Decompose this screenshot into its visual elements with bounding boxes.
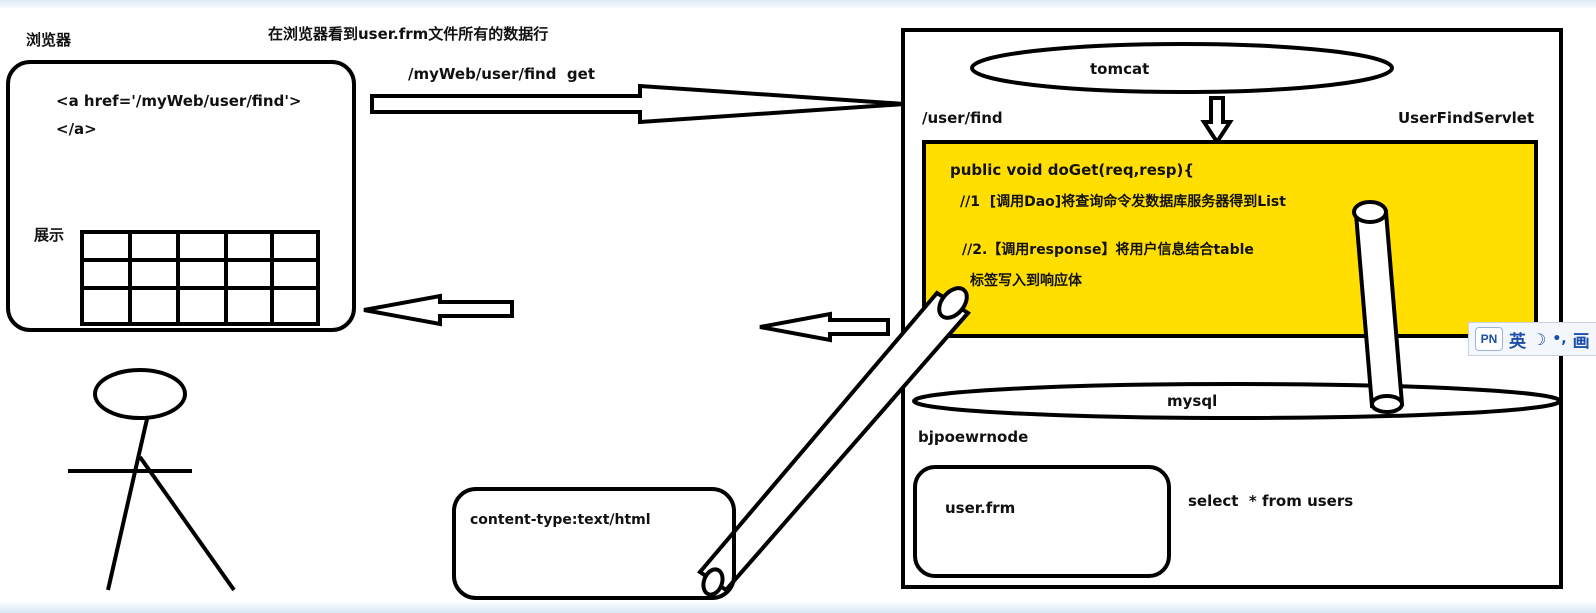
browser-title: 浏览器 [26, 31, 72, 49]
display-label: 展示 [34, 226, 65, 244]
code-line-3: //2.【调用response】将用户信息结合table [962, 242, 1254, 258]
response-arrow-browser [363, 293, 514, 327]
code-line-1: public void doGet(req,resp){ [950, 161, 1195, 179]
servlet-name-label: UserFindServlet [1398, 109, 1535, 127]
route-label: /user/find [922, 109, 1003, 127]
content-type-label: content-type:text/html [470, 512, 651, 528]
browser-link-close: </a> [56, 120, 97, 138]
request-label: /myWeb/user/find get [408, 65, 596, 83]
sql-query-label: select * from users [1188, 492, 1354, 510]
ime-punctuation-toggle[interactable]: •, [1552, 331, 1567, 347]
browser-box [6, 60, 356, 332]
ime-logo-icon[interactable]: PN [1475, 327, 1503, 351]
ime-moon-icon[interactable]: ☽ [1532, 329, 1547, 349]
diagram-caption: 在浏览器看到user.frm文件所有的数据行 [268, 25, 549, 43]
ime-language-toggle[interactable]: 英 [1509, 331, 1526, 352]
ime-toolbar[interactable]: PN 英 ☽ •, 画 [1468, 322, 1596, 356]
db-name-label: bjpoewrnode [918, 428, 1029, 446]
tomcat-label: tomcat [1090, 60, 1150, 78]
mysql-label: mysql [1167, 392, 1218, 410]
db-pipe [1352, 200, 1405, 414]
response-pipe [697, 286, 972, 597]
response-arrow-server [759, 311, 890, 343]
tomcat-ellipse [970, 42, 1394, 94]
code-line-2: //1 [调用Dao]将查询命令发数据库服务器得到List [960, 194, 1286, 210]
display-table-grid [80, 230, 320, 326]
tomcat-down-arrow [1200, 96, 1234, 146]
window-bottom-edge [0, 600, 1596, 613]
ime-more-icon[interactable]: 画 [1572, 331, 1590, 352]
code-line-4: 标签写入到响应体 [970, 273, 1082, 289]
window-top-edge [0, 0, 1596, 8]
request-arrow [370, 83, 906, 125]
user-frm-box [913, 465, 1171, 578]
mysql-ellipse [912, 382, 1562, 420]
browser-link-open: <a href='/myWeb/user/find'> [56, 92, 302, 110]
user-figure [68, 368, 236, 592]
user-frm-label: user.frm [945, 499, 1016, 517]
content-type-box [452, 487, 736, 600]
servlet-box [922, 140, 1538, 338]
